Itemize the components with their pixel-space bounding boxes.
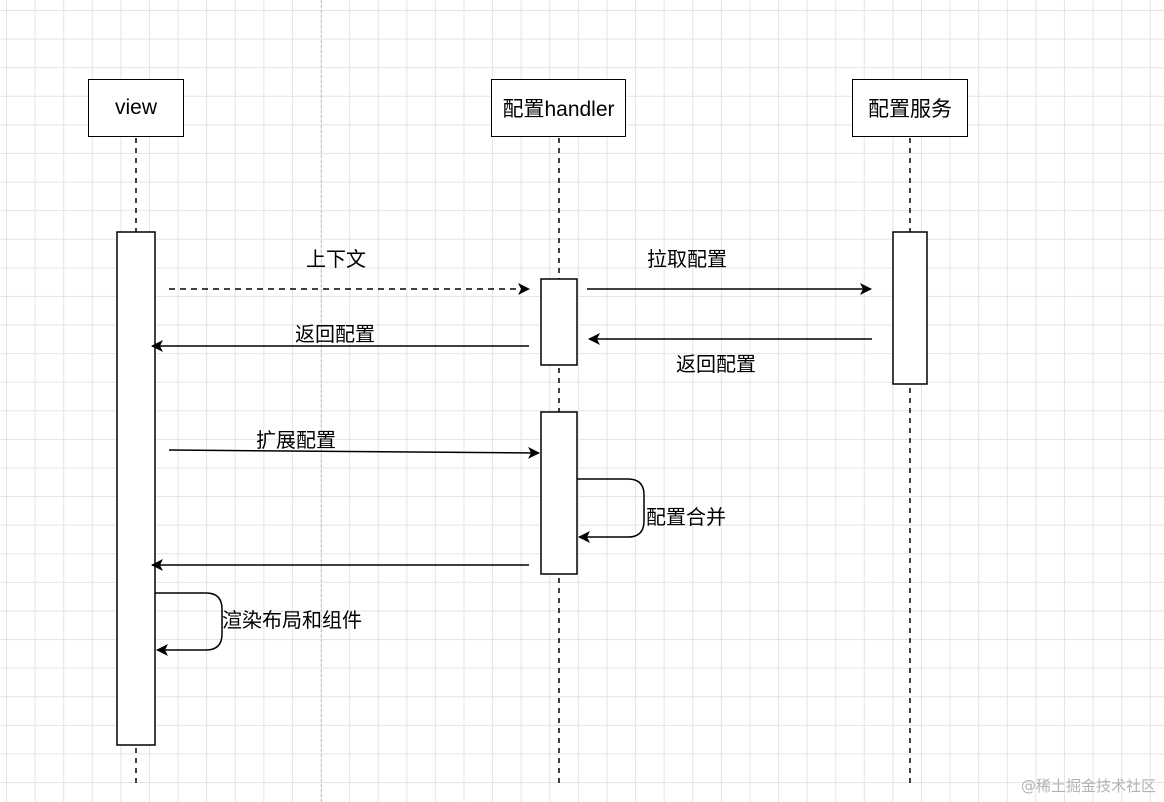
participant-config-handler: 配置handler [491, 79, 626, 137]
activation-handler-2 [540, 411, 578, 575]
label-pull-config: 拉取配置 [647, 249, 727, 271]
label-merge-config: 配置合并 [646, 507, 726, 529]
page-divider [321, 0, 322, 802]
activation-service [892, 231, 928, 385]
participant-view: view [88, 79, 184, 137]
activation-handler-1 [540, 278, 578, 366]
label-render-layout: 渲染布局和组件 [222, 610, 362, 632]
label-extend-config: 扩展配置 [256, 430, 336, 452]
arrow-extend-config [168, 446, 540, 459]
label-context: 上下文 [306, 249, 366, 271]
activation-view [116, 231, 156, 746]
arrow-render-layout [155, 592, 223, 656]
watermark: @稀土掘金技术社区 [1020, 777, 1156, 795]
label-return-config-view: 返回配置 [295, 324, 375, 346]
label-return-config-service: 返回配置 [676, 354, 756, 376]
arrow-merge-config [577, 478, 645, 543]
participant-config-service: 配置服务 [852, 79, 968, 137]
